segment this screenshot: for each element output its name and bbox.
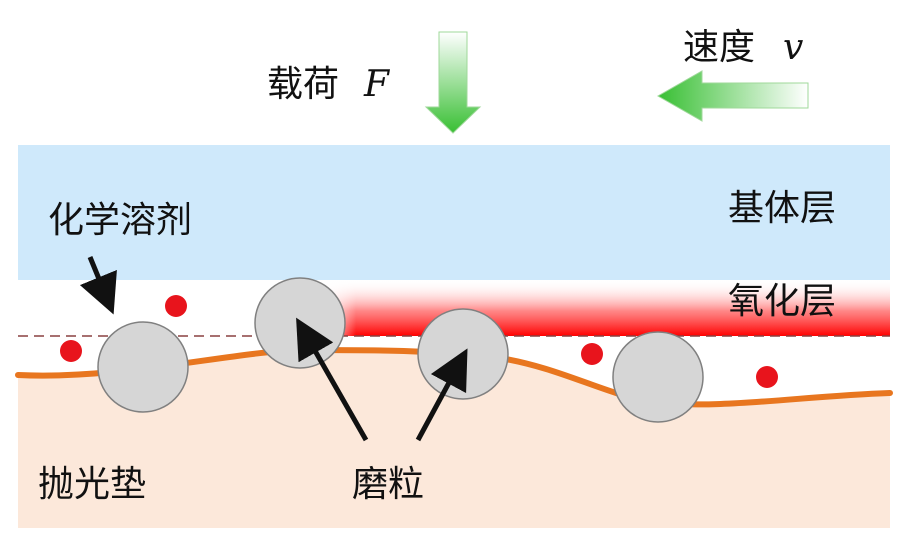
abrasive-particle (254, 277, 346, 369)
pad-label: 抛光垫 (38, 464, 146, 505)
abrasive-pointer-arrow (415, 348, 468, 442)
chemical-dot (60, 340, 82, 362)
oxide-layer-fade (322, 280, 890, 336)
substrate-layer (18, 145, 890, 280)
chemical-dot (756, 366, 778, 388)
abrasive-particle (417, 308, 509, 400)
abrasive-particle (612, 331, 704, 423)
chemical-dot (581, 343, 603, 365)
velocity-symbol: v (783, 27, 803, 68)
left-arrow-icon (656, 70, 809, 122)
chemical-dot (165, 295, 187, 317)
down-arrow-icon (424, 31, 482, 134)
velocity-label: 速度 (683, 27, 755, 68)
oxide-label: 氧化层 (728, 281, 836, 322)
load-symbol: F (363, 64, 391, 105)
polishing-pad (18, 350, 890, 528)
chemical-label: 化学溶剂 (48, 200, 192, 241)
load-label: 载荷 (267, 64, 339, 105)
abrasive-label: 磨粒 (352, 464, 424, 505)
substrate-label: 基体层 (728, 188, 836, 229)
abrasive-pointer-arrow (296, 317, 369, 442)
abrasive-particle (97, 321, 189, 413)
chemical-pointer-arrow (79, 256, 117, 315)
